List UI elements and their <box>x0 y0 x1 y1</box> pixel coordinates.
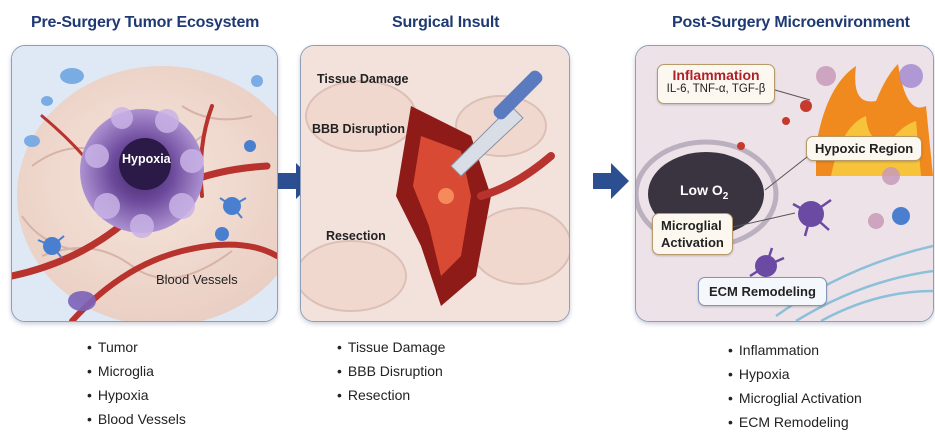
list-item: Hypoxia <box>87 383 186 407</box>
list-item: Tumor <box>87 335 186 359</box>
panel-1-title: Pre-Surgery Tumor Ecosystem <box>31 14 259 32</box>
list-item: Microglia <box>87 359 186 383</box>
bbb-disruption-label: BBB Disruption <box>312 122 405 136</box>
callout-leader-lines <box>635 45 932 320</box>
panel-2-title: Surgical Insult <box>392 14 499 32</box>
list-item: Hypoxia <box>728 362 862 386</box>
panel-1-bullet-list: Tumor Microglia Hypoxia Blood Vessels <box>87 335 186 431</box>
resection-label: Resection <box>326 229 386 243</box>
surgical-insult-scene <box>301 46 569 321</box>
list-item: Microglial Activation <box>728 386 862 410</box>
list-item: ECM Remodeling <box>728 410 862 434</box>
list-item: Blood Vessels <box>87 407 186 431</box>
list-item: Inflammation <box>728 338 862 362</box>
surgical-insult-illustration <box>300 45 570 322</box>
panel-3-title: Post-Surgery Microenvironment <box>672 14 910 32</box>
panel-2-bullet-list: Tissue Damage BBB Disruption Resection <box>337 335 445 407</box>
arrow-right-icon <box>593 163 629 199</box>
list-item: Resection <box>337 383 445 407</box>
tissue-damage-label: Tissue Damage <box>317 72 408 86</box>
hypoxia-label: Hypoxia <box>122 152 171 166</box>
list-item: BBB Disruption <box>337 359 445 383</box>
list-item: Tissue Damage <box>337 335 445 359</box>
blood-vessels-label: Blood Vessels <box>156 272 238 287</box>
panel-3-bullet-list: Inflammation Hypoxia Microglial Activati… <box>728 338 862 434</box>
